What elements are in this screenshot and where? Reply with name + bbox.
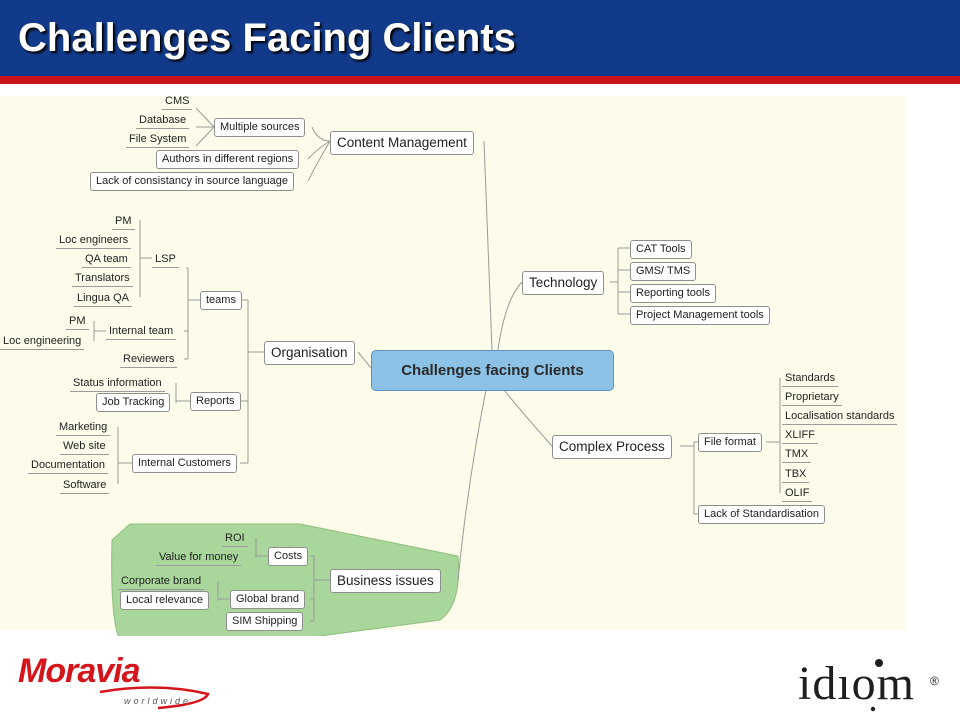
consistency-node: Lack of consistancy in source language (90, 172, 295, 191)
lsp-item-loc-engineers: Loc engineers (56, 233, 132, 249)
brand-corporate-brand: Corporate brand (118, 574, 205, 590)
organisation-node: Organisation (264, 341, 355, 365)
idiom-registered-mark: ® (930, 674, 939, 688)
customer-documentation: Documentation (28, 458, 108, 474)
brand-local-relevance: Local relevance (120, 591, 210, 610)
customer-marketing: Marketing (56, 420, 111, 436)
moravia-tagline: worldwide (124, 696, 192, 706)
technology-node: Technology (522, 271, 605, 295)
internal-item-pm: PM (66, 314, 89, 330)
lack-of-standardisation-node: Lack of Standardisation (698, 505, 825, 524)
idiom-logo: idıom ® (798, 656, 948, 712)
format-xliff: XLIFF (782, 428, 818, 444)
moravia-wordmark: Moravia (18, 652, 140, 690)
tech-gms-tms: GMS/ TMS (630, 262, 697, 281)
global-brand-node: Global brand (230, 590, 305, 609)
costs-node: Costs (268, 547, 309, 566)
reports-node: Reports (190, 392, 241, 411)
internal-team-node: Internal team (106, 324, 177, 340)
multiple-sources-node: Multiple sources (214, 118, 306, 137)
tech-cat-tools: CAT Tools (630, 240, 692, 259)
center-node: Challenges facing Clients (371, 350, 614, 391)
cost-roi: ROI (222, 531, 248, 547)
customer-web-site: Web site (60, 439, 109, 455)
source-database: Database (136, 113, 190, 129)
internal-item-loc-engineering: Loc engineering (0, 334, 85, 350)
business-issues-node: Business issues (330, 569, 441, 593)
idiom-dot-icon (875, 659, 883, 667)
title-bar-accent-stripe (0, 76, 960, 84)
tech-project-management-tools: Project Management tools (630, 306, 770, 325)
cost-value-for-money: Value for money (156, 550, 242, 566)
internal-customers-node: Internal Customers (132, 454, 237, 473)
lsp-item-qa-team: QA team (82, 252, 131, 268)
reviewers-node: Reviewers (120, 352, 178, 368)
report-status-information: Status information (70, 376, 165, 392)
format-localisation-standards: Localisation standards (782, 409, 898, 425)
source-cms: CMS (162, 94, 193, 110)
teams-node: teams (200, 291, 242, 310)
format-standards: Standards (782, 371, 839, 387)
slide-title: Challenges Facing Clients (18, 16, 516, 60)
customer-software: Software (60, 478, 110, 494)
format-proprietary: Proprietary (782, 390, 842, 406)
format-tbx: TBX (782, 467, 810, 483)
moravia-logo: Moravia worldwide (18, 652, 218, 712)
lsp-item-pm: PM (112, 214, 135, 230)
format-olif: OLIF (782, 486, 813, 502)
report-job-tracking: Job Tracking (96, 393, 171, 412)
complex-process-node: Complex Process (552, 435, 672, 459)
idiom-wordmark: idıom (798, 657, 916, 710)
source-file-system: File System (126, 132, 190, 148)
moravia-swoosh-icon (99, 686, 210, 710)
sim-shipping-node: SIM Shipping (226, 612, 304, 631)
lsp-node: LSP (152, 252, 179, 268)
idiom-small-dot-icon (870, 706, 876, 712)
title-bar (0, 0, 960, 76)
lsp-item-lingua-qa: Lingua QA (74, 291, 132, 307)
format-tmx: TMX (782, 447, 812, 463)
tech-reporting-tools: Reporting tools (630, 284, 716, 303)
lsp-item-translators: Translators (72, 271, 133, 287)
authors-node: Authors in different regions (156, 150, 300, 169)
file-format-node: File format (698, 433, 762, 452)
content-management-node: Content Management (330, 131, 474, 155)
